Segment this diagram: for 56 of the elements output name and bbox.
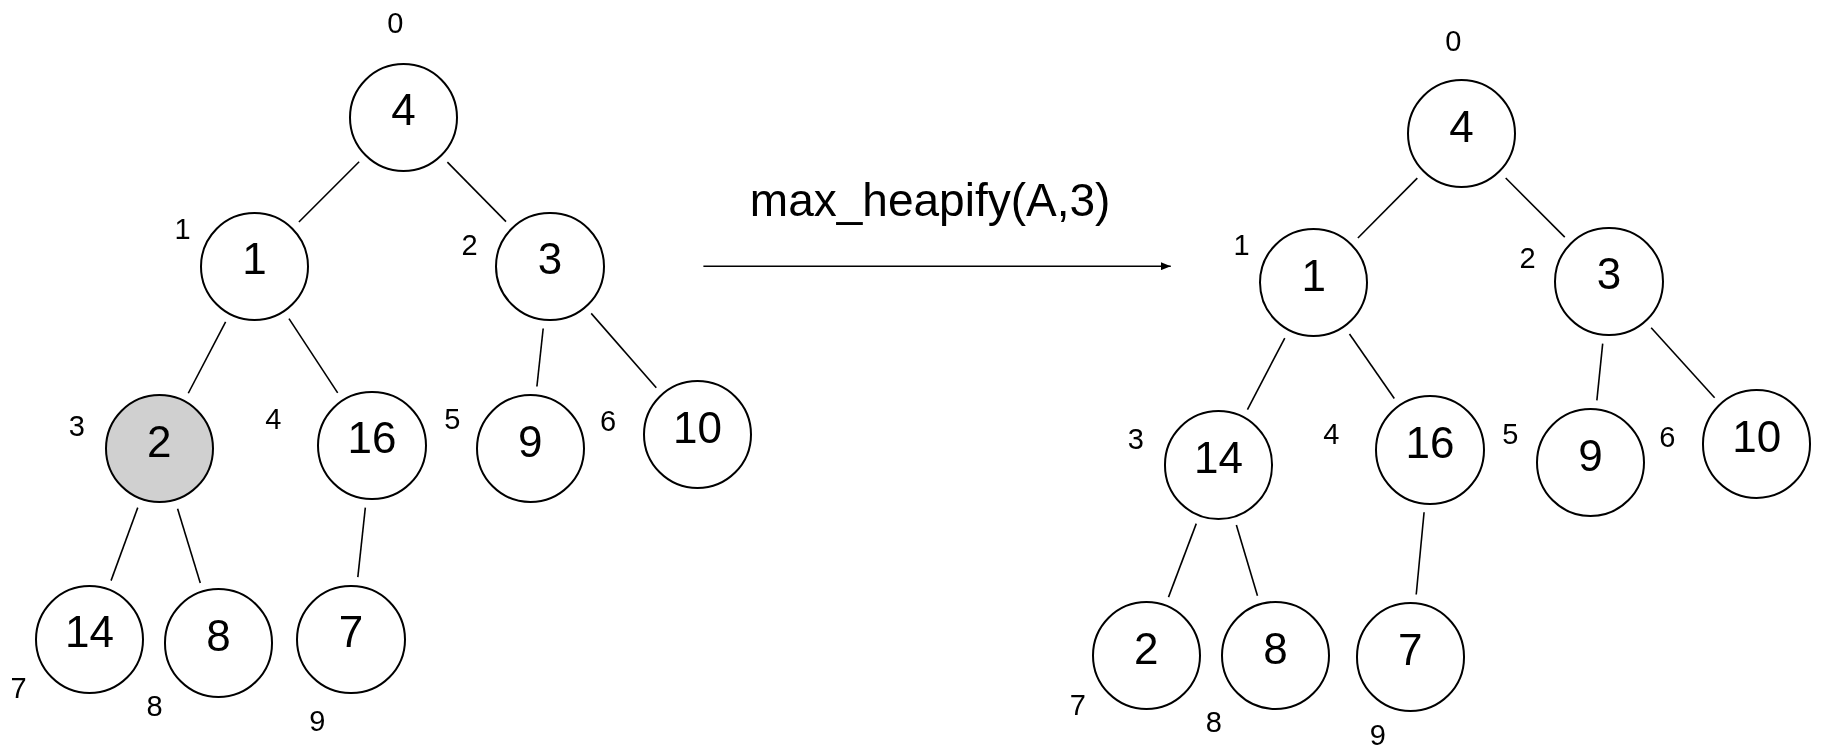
node-value: 4 bbox=[391, 88, 416, 133]
node-value: 16 bbox=[1405, 420, 1455, 465]
array-index: 1 bbox=[174, 214, 191, 244]
node-value: 14 bbox=[65, 610, 114, 655]
array-index: 5 bbox=[444, 404, 461, 434]
tree-edge bbox=[1415, 511, 1425, 596]
array-index: 6 bbox=[1659, 422, 1676, 452]
array-index: 7 bbox=[1069, 690, 1086, 720]
array-index: 2 bbox=[461, 230, 478, 260]
array-index: 4 bbox=[1323, 419, 1340, 449]
array-index: 1 bbox=[1233, 230, 1250, 260]
tree-edge bbox=[176, 507, 202, 584]
node-value: 1 bbox=[1301, 253, 1326, 298]
array-index: 3 bbox=[68, 411, 85, 440]
array-index: 8 bbox=[146, 691, 163, 721]
node-value: 8 bbox=[1263, 626, 1288, 671]
node-value: 10 bbox=[1732, 415, 1782, 460]
tree-edge bbox=[446, 161, 507, 223]
node-value: 4 bbox=[1449, 104, 1474, 149]
tree-edge bbox=[1246, 337, 1286, 411]
node-value: 16 bbox=[347, 416, 397, 461]
tree-edge bbox=[590, 312, 658, 389]
array-index: 2 bbox=[1519, 243, 1536, 273]
tree-edge bbox=[187, 320, 227, 395]
node-value: 2 bbox=[147, 419, 172, 464]
tree-edge bbox=[1235, 524, 1259, 597]
tree-edge bbox=[1596, 342, 1604, 402]
array-index: 7 bbox=[10, 673, 27, 703]
array-index: 9 bbox=[1369, 720, 1386, 750]
array-index: 6 bbox=[600, 406, 617, 436]
node-value: 9 bbox=[517, 419, 543, 464]
node-value: 10 bbox=[673, 405, 723, 450]
array-index: 0 bbox=[387, 8, 404, 38]
array-index: 0 bbox=[1445, 26, 1462, 56]
tree-edge bbox=[1167, 522, 1198, 598]
node-value: 7 bbox=[1398, 627, 1423, 672]
node-value: 2 bbox=[1134, 626, 1159, 671]
array-index: 9 bbox=[309, 706, 326, 736]
array-index: 3 bbox=[1127, 424, 1144, 454]
node-value: 1 bbox=[242, 237, 267, 282]
node-value: 3 bbox=[537, 237, 563, 282]
node-value: 9 bbox=[1578, 433, 1603, 478]
array-index: 4 bbox=[265, 404, 282, 434]
node-value: 7 bbox=[338, 610, 364, 655]
node-value: 8 bbox=[206, 613, 231, 658]
tree-edge bbox=[1504, 177, 1566, 238]
tree-edge bbox=[536, 327, 544, 388]
array-index: 8 bbox=[1205, 707, 1222, 737]
tree-edge bbox=[1357, 177, 1419, 239]
tree-edge bbox=[110, 506, 139, 582]
tree-edge bbox=[357, 506, 367, 578]
node-value: 14 bbox=[1193, 436, 1243, 481]
array-index: 5 bbox=[1502, 419, 1519, 449]
node-value: 3 bbox=[1596, 252, 1622, 297]
tree-edge bbox=[1650, 326, 1716, 399]
tree-edge bbox=[298, 160, 360, 223]
